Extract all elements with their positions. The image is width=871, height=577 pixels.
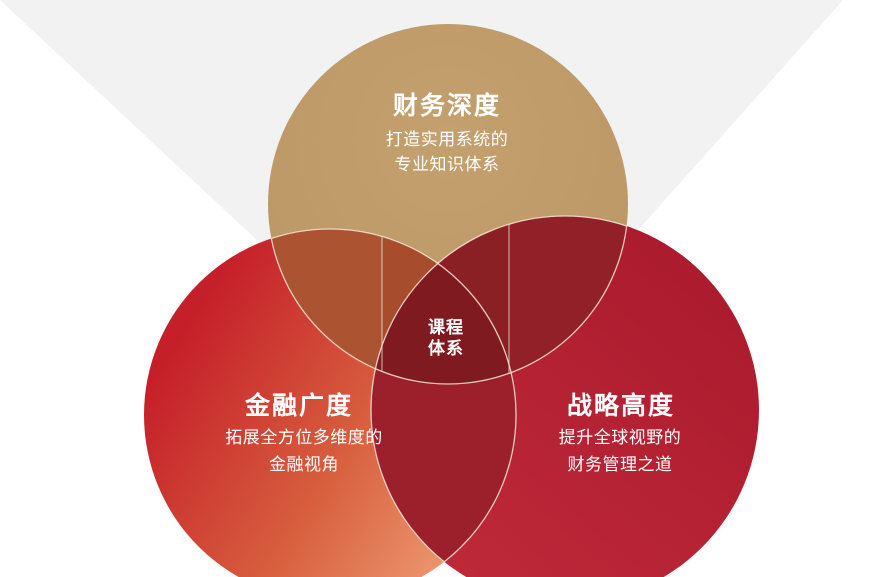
center-overlap-label: 课程 体系 bbox=[428, 317, 464, 359]
bottom-right-subtitle-line1: 提升全球视野的 bbox=[558, 428, 682, 447]
center-label-line2: 体系 bbox=[428, 339, 464, 358]
top-circle-title: 财务深度 bbox=[392, 92, 502, 120]
top-circle-subtitle-line1: 打造实用系统的 bbox=[385, 130, 509, 149]
bottom-right-circle-title: 战略高度 bbox=[566, 392, 676, 420]
center-label-line1: 课程 bbox=[428, 318, 464, 337]
bottom-right-circle-subtitle: 提升全球视野的 财务管理之道 bbox=[559, 424, 682, 478]
bottom-left-subtitle-line1: 拓展全方位多维度的 bbox=[225, 428, 383, 447]
bottom-left-subtitle-line2: 金融视角 bbox=[269, 455, 339, 474]
bottom-left-circle-title: 金融广度 bbox=[244, 392, 354, 420]
bottom-right-circle-outline bbox=[370, 215, 628, 577]
bottom-left-circle-outline bbox=[268, 228, 517, 577]
top-circle-subtitle-line2: 专业知识体系 bbox=[394, 155, 500, 174]
bottom-left-circle-subtitle: 拓展全方位多维度的 金融视角 bbox=[225, 424, 383, 478]
bottom-right-subtitle-line2: 财务管理之道 bbox=[567, 455, 673, 474]
top-circle-subtitle: 打造实用系统的 专业知识体系 bbox=[386, 127, 509, 177]
top-circle-outline bbox=[267, 216, 629, 385]
